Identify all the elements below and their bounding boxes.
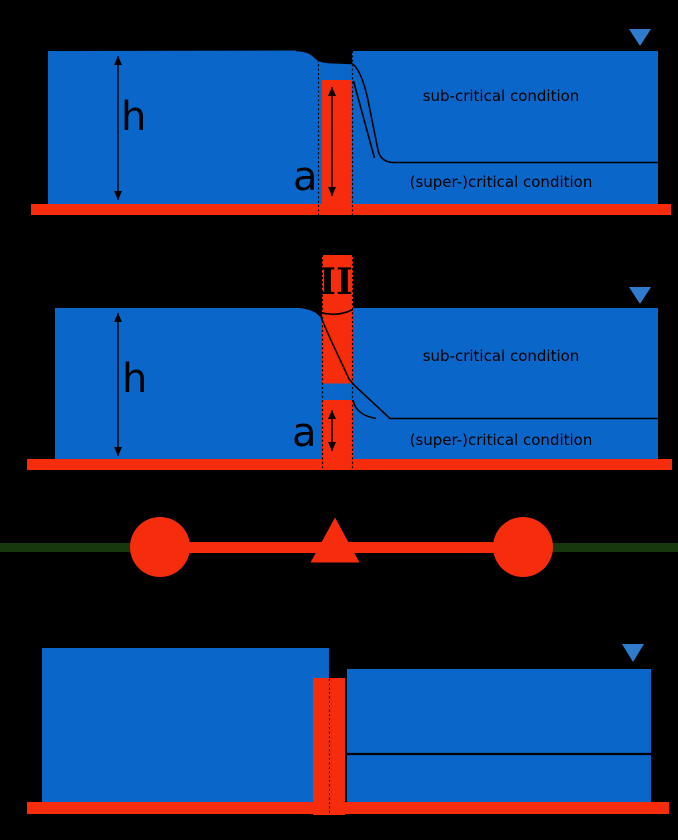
contraction-arc [352, 399, 377, 420]
hinge-circle-right [493, 517, 553, 577]
downstream-water-body [347, 669, 651, 802]
nappe-upper-line [351, 62, 658, 164]
upstream-water-body [42, 648, 329, 802]
gate-opening-slot [322, 383, 353, 400]
upstream-depth-label: h [121, 94, 146, 140]
downstream-water-body [353, 308, 658, 459]
surface-sag-line [308, 306, 354, 316]
diagram-overflow-condition: h a sub-critical condition (super-)criti… [31, 29, 671, 215]
downstream-water-body [352, 51, 658, 204]
sluice-gate [322, 80, 352, 215]
diagram-closed-gate [27, 644, 669, 815]
supercritical-label: (super-)critical condition [410, 431, 593, 449]
nappe-lower-line [352, 80, 376, 159]
supercritical-label: (super-)critical condition [410, 173, 593, 191]
water-level-icon [629, 29, 651, 46]
diagram-orifice-condition: II h a sub-critical condition (super-)cr… [27, 255, 672, 470]
pivot-triangle [310, 517, 360, 563]
gate-opening-label: a [292, 410, 317, 456]
hinge-circle-left [130, 517, 190, 577]
gate-height-label: a [293, 154, 318, 200]
channel-bed [27, 802, 669, 814]
diagram-linkage [0, 517, 678, 577]
water-level-icon [622, 644, 644, 662]
upstream-water-body [48, 50, 352, 204]
upstream-water-body [55, 308, 322, 459]
surface-drawdown-line [295, 49, 353, 65]
subcritical-label: sub-critical condition [423, 347, 580, 365]
gate-number-label: II [319, 261, 353, 303]
water-level-icon [629, 287, 651, 304]
upstream-depth-label: h [122, 356, 147, 402]
subcritical-label: sub-critical condition [423, 87, 580, 105]
sluice-gate [322, 255, 353, 468]
